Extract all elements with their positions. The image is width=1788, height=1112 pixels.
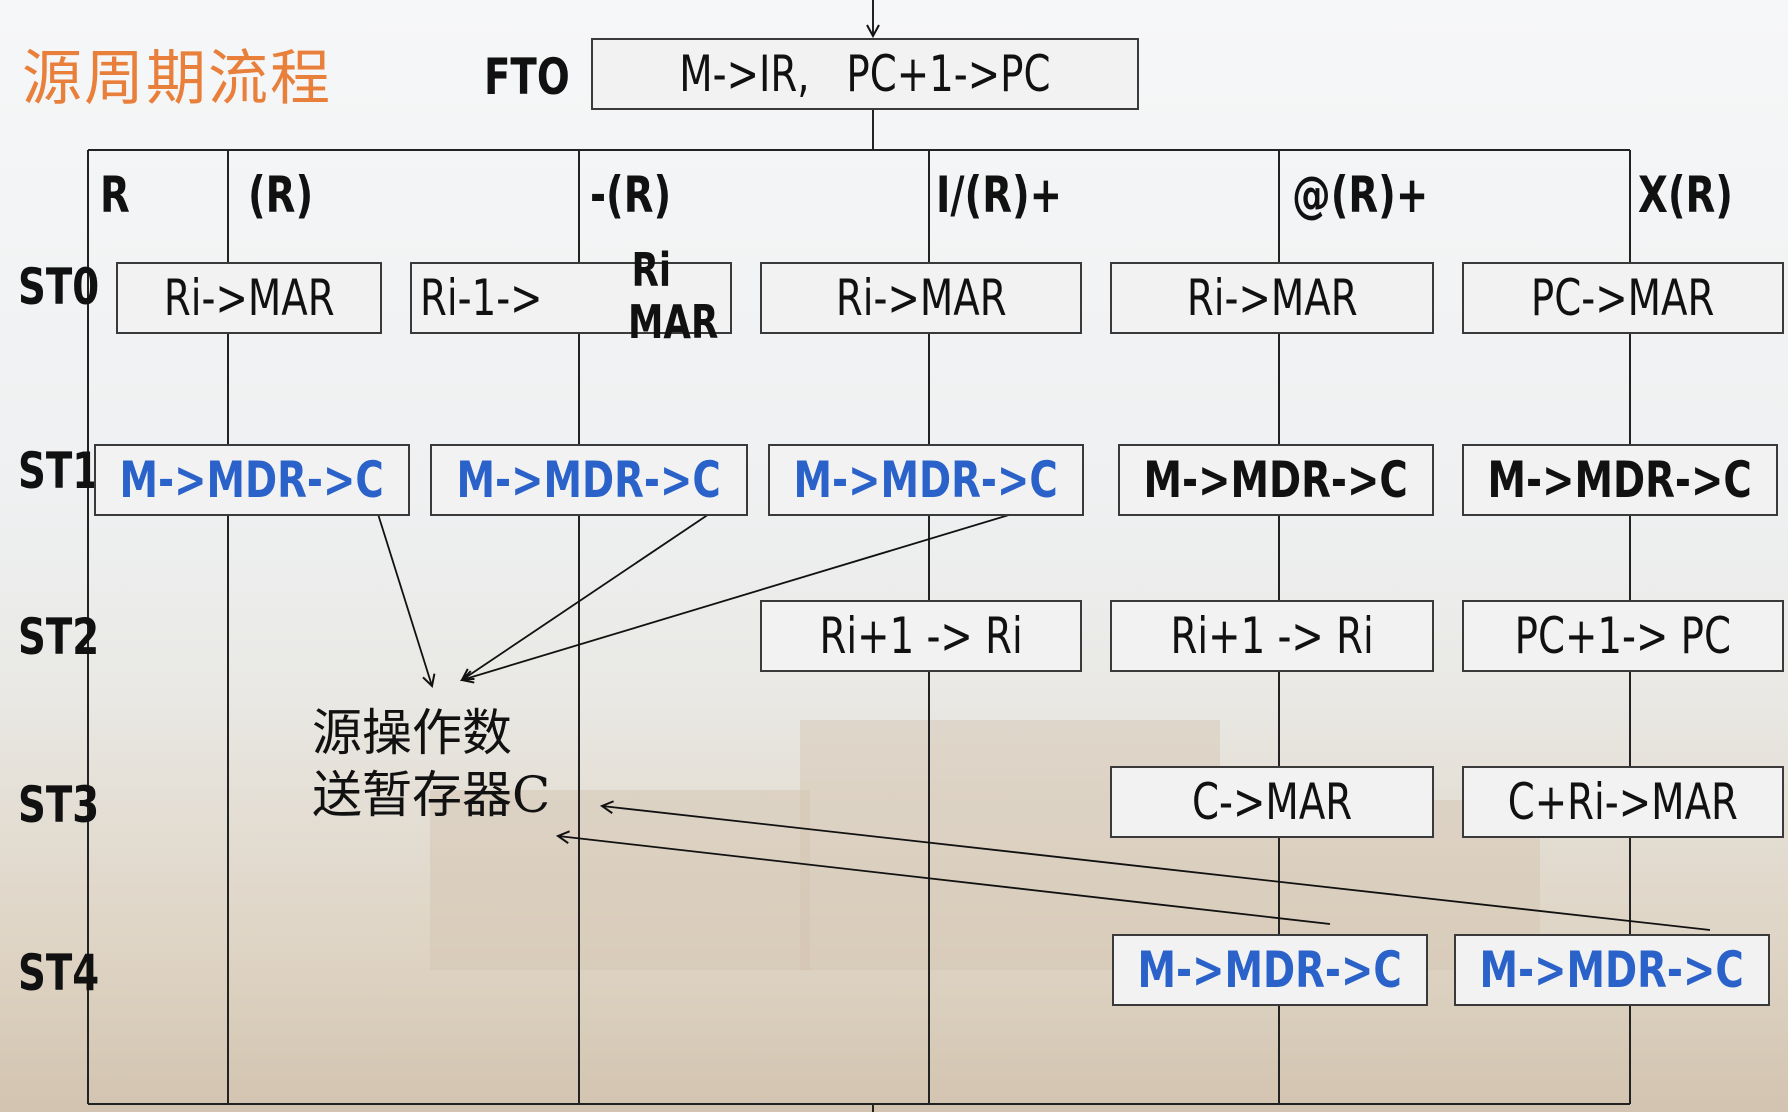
st0-inc-text: Ri->MAR [835, 269, 1007, 327]
st1-defer-box: M->MDR->C [1118, 444, 1434, 516]
st0-defer-text: Ri->MAR [1186, 269, 1358, 327]
st1-index-box: M->MDR->C [1462, 444, 1778, 516]
background-building-block [430, 790, 810, 970]
st1-dec-box: M->MDR->C [430, 444, 748, 516]
st1-dec-text: M->MDR->C [456, 451, 722, 509]
st0-dec-box: Ri-1-> [410, 262, 732, 334]
st1-inc-text: M->MDR->C [793, 451, 1059, 509]
background-building-block [800, 720, 1220, 970]
st0-dec-stack-top: Ri [631, 243, 672, 297]
st2-defer-text: Ri+1 -> Ri [1170, 607, 1374, 665]
state-label-st1: ST1 [18, 442, 100, 500]
state-label-st4: ST4 [18, 944, 100, 1002]
state-label-st0: ST0 [18, 258, 100, 316]
st3-index-text: C+Ri->MAR [1507, 773, 1739, 831]
fetch-label: FTO [484, 48, 570, 106]
st0-r-text: Ri->MAR [163, 269, 335, 327]
st0-dec-stack-bottom: MAR [628, 295, 719, 349]
st1-index-text: M->MDR->C [1487, 451, 1753, 509]
st4-index-text: M->MDR->C [1479, 941, 1745, 999]
st0-index-text: PC->MAR [1531, 269, 1715, 327]
st0-r-box: Ri->MAR [116, 262, 382, 334]
arrow-dec-to-c [462, 507, 719, 680]
arrow-r-to-c [377, 513, 432, 686]
st0-inc-box: Ri->MAR [760, 262, 1082, 334]
state-label-st3: ST3 [18, 776, 100, 834]
fetch-step-box: M->IR, PC+1->PC [591, 38, 1139, 110]
arrow-inc-to-c [462, 501, 1053, 680]
st1-inc-box: M->MDR->C [768, 444, 1084, 516]
mode-header-autoinc-deferred: @(R)+ [1292, 166, 1429, 224]
st0-defer-box: Ri->MAR [1110, 262, 1434, 334]
mode-header-indexed: X(R) [1638, 166, 1733, 224]
annotation-line-2: 送暂存器C [312, 766, 551, 824]
st3-index-box: C+Ri->MAR [1462, 766, 1784, 838]
st4-defer-box: M->MDR->C [1112, 934, 1428, 1006]
st0-dec-stack: Ri MAR [628, 244, 718, 348]
st1-r-text: M->MDR->C [119, 451, 385, 509]
st0-dec-text: Ri-1-> [420, 269, 543, 327]
state-label-st2: ST2 [18, 608, 100, 666]
page-title: 源周期流程 [22, 44, 332, 114]
st2-defer-box: Ri+1 -> Ri [1110, 600, 1434, 672]
st2-index-box: PC+1-> PC [1462, 600, 1784, 672]
st2-inc-box: Ri+1 -> Ri [760, 600, 1082, 672]
st3-defer-text: C->MAR [1191, 773, 1353, 831]
annotation-line-1: 源操作数 [312, 704, 512, 762]
arrow-index-to-c [602, 806, 1711, 931]
arrow-defer-to-c [558, 836, 1331, 925]
st3-defer-box: C->MAR [1110, 766, 1434, 838]
st0-index-box: PC->MAR [1462, 262, 1784, 334]
mode-header-r: R [100, 166, 130, 224]
mode-header-autoinc: I/(R)+ [936, 166, 1063, 224]
mode-header-autodec: -(R) [590, 166, 672, 224]
st2-inc-text: Ri+1 -> Ri [819, 607, 1023, 665]
st1-r-box: M->MDR->C [94, 444, 410, 516]
st4-defer-text: M->MDR->C [1137, 941, 1403, 999]
operand-annotation: 源操作数 送暂存器C [312, 702, 550, 826]
fetch-step-text: M->IR, PC+1->PC [679, 45, 1051, 103]
mode-header-indirect: (R) [248, 166, 314, 224]
st4-index-box: M->MDR->C [1454, 934, 1770, 1006]
st2-index-text: PC+1-> PC [1514, 607, 1732, 665]
st1-defer-text: M->MDR->C [1143, 451, 1409, 509]
